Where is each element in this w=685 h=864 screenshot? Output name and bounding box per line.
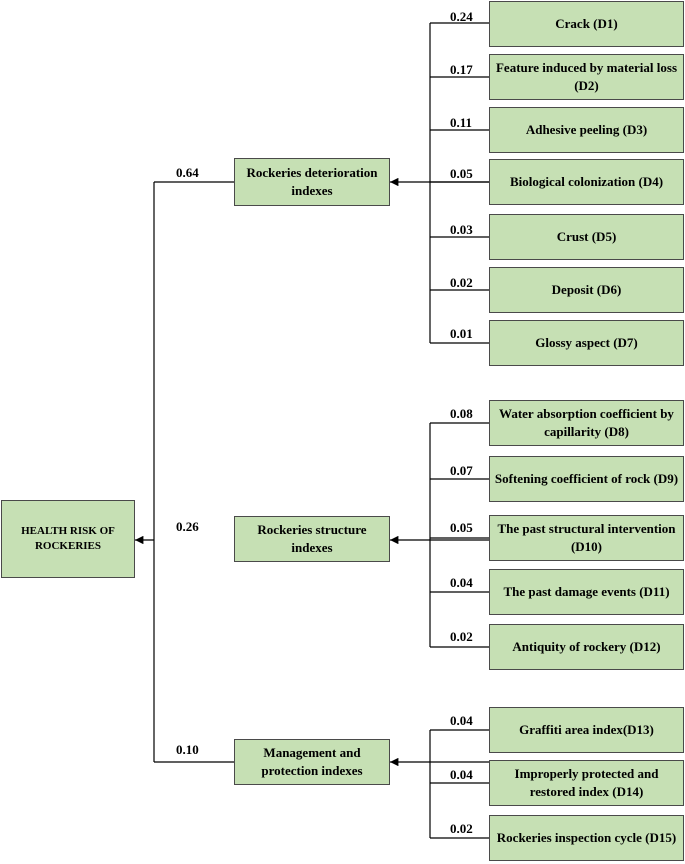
indicator-d13: Graffiti area index(D13) xyxy=(489,707,684,753)
indicator-d7: Glossy aspect (D7) xyxy=(489,320,684,366)
root-node: HEALTH RISK OF ROCKERIES xyxy=(1,500,135,578)
indicator-weight: 0.04 xyxy=(450,713,473,728)
indicator-d10: The past structural intervention (D10) xyxy=(489,515,684,561)
indicator-weight: 0.01 xyxy=(450,326,473,341)
indicator-d6: Deposit (D6) xyxy=(489,267,684,313)
indicator-weight: 0.11 xyxy=(450,115,473,130)
group-node-management: Management and protection indexes xyxy=(234,739,390,785)
indicator-d2: Feature induced by material loss (D2) xyxy=(489,54,684,100)
indicator-label: Glossy aspect (D7) xyxy=(535,335,638,351)
indicator-weight: 0.04 xyxy=(450,767,473,782)
indicator-label: Rockeries inspection cycle (D15) xyxy=(496,830,677,846)
indicator-weight: 0.24 xyxy=(450,9,473,24)
indicator-weight: 0.02 xyxy=(450,629,473,644)
indicator-label: Adhesive peeling (D3) xyxy=(525,122,648,138)
indicator-d8: Water absorption coefficient by capillar… xyxy=(489,400,684,446)
indicator-weight: 0.05 xyxy=(450,520,473,535)
group-node-deterioration: Rockeries deterioration indexes xyxy=(234,158,390,206)
group-weight: 0.10 xyxy=(176,742,199,757)
indicator-label: Graffiti area index(D13) xyxy=(519,722,654,738)
indicator-weight: 0.02 xyxy=(450,821,473,836)
indicator-label: Water absorption coefficient by capillar… xyxy=(499,406,674,439)
indicator-d9: Softening coefficient of rock (D9) xyxy=(489,456,684,502)
indicator-d1: Crack (D1) xyxy=(489,1,684,47)
indicator-label: The past damage events (D11) xyxy=(503,584,670,600)
indicator-weight: 0.05 xyxy=(450,166,473,181)
indicator-weight: 0.02 xyxy=(450,275,473,290)
indicator-label: Feature induced by material loss (D2) xyxy=(495,60,678,93)
indicator-label: The past structural intervention (D10) xyxy=(497,521,676,554)
indicator-weight: 0.03 xyxy=(450,222,473,237)
indicator-weight: 0.04 xyxy=(450,575,473,590)
indicator-label: Crack (D1) xyxy=(555,16,618,32)
indicator-d15: Rockeries inspection cycle (D15) xyxy=(489,815,684,861)
indicator-d5: Crust (D5) xyxy=(489,214,684,260)
root-label: HEALTH RISK OF ROCKERIES xyxy=(21,524,115,552)
indicator-label: Crust (D5) xyxy=(556,229,617,245)
indicator-weight: 0.07 xyxy=(450,463,473,478)
indicator-d3: Adhesive peeling (D3) xyxy=(489,107,684,153)
group-weight: 0.64 xyxy=(176,165,199,180)
indicator-label: Biological colonization (D4) xyxy=(509,174,664,190)
indicator-label: Deposit (D6) xyxy=(551,282,622,298)
group-label: Rockeries structure indexes xyxy=(257,522,367,555)
indicator-label: Improperly protected and restored index … xyxy=(514,766,659,799)
indicator-d4: Biological colonization (D4) xyxy=(489,159,684,205)
group-node-structure: Rockeries structure indexes xyxy=(234,516,390,562)
indicator-weight: 0.17 xyxy=(450,62,473,77)
indicator-label: Softening coefficient of rock (D9) xyxy=(494,471,679,487)
indicator-label: Antiquity of rockery (D12) xyxy=(512,639,661,655)
group-weight: 0.26 xyxy=(176,519,199,534)
indicator-d11: The past damage events (D11) xyxy=(489,569,684,615)
indicator-weight: 0.08 xyxy=(450,406,473,421)
indicator-d14: Improperly protected and restored index … xyxy=(489,760,684,806)
indicator-d12: Antiquity of rockery (D12) xyxy=(489,624,684,670)
group-label: Management and protection indexes xyxy=(261,745,363,778)
group-label: Rockeries deterioration indexes xyxy=(246,165,378,198)
